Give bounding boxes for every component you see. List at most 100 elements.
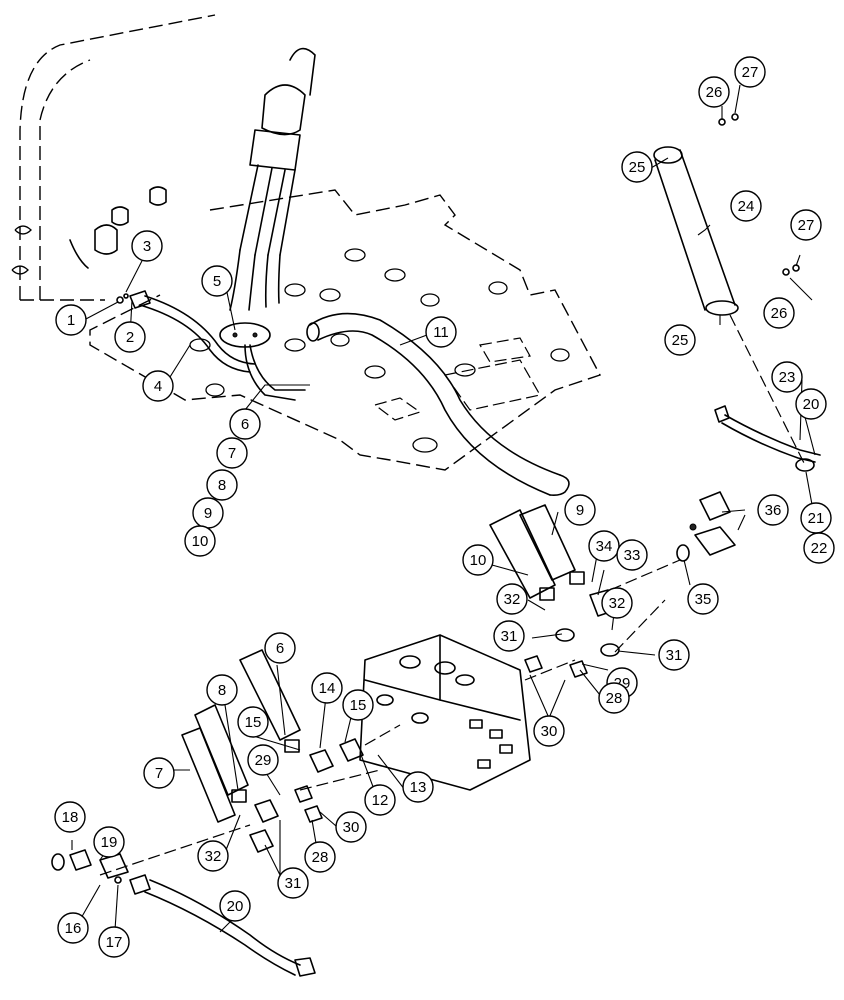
callout-c6a: 6 bbox=[229, 408, 261, 440]
callout-circle bbox=[335, 811, 367, 843]
callout-circle bbox=[621, 151, 653, 183]
callout-number: 5 bbox=[213, 273, 221, 290]
floor-plate bbox=[89, 189, 602, 471]
callout-number: 1 bbox=[67, 312, 75, 329]
callout-number: 36 bbox=[765, 502, 782, 519]
callout-number: 6 bbox=[276, 640, 284, 657]
callout-c9b: 9 bbox=[564, 494, 596, 526]
callout-c27a: 27 bbox=[734, 56, 766, 88]
callout-c14: 14 bbox=[311, 672, 343, 704]
callout-circle bbox=[229, 408, 261, 440]
callout-circle bbox=[131, 230, 163, 262]
callout-circle bbox=[698, 76, 730, 108]
callout-circle bbox=[763, 297, 795, 329]
callout-c30b: 30 bbox=[335, 811, 367, 843]
callout-circle bbox=[219, 890, 251, 922]
callout-number: 6 bbox=[241, 416, 249, 433]
callout-c25a: 25 bbox=[621, 151, 653, 183]
control-valve bbox=[359, 634, 531, 791]
hose-4 bbox=[116, 290, 256, 373]
callout-circle bbox=[216, 437, 248, 469]
callout-c3: 3 bbox=[131, 230, 163, 262]
callout-circle bbox=[93, 826, 125, 858]
hose-11 bbox=[306, 312, 570, 496]
callout-number: 28 bbox=[606, 690, 623, 707]
callout-number: 15 bbox=[245, 714, 262, 731]
callout-circle bbox=[658, 639, 690, 671]
callout-circle bbox=[734, 56, 766, 88]
callout-number: 8 bbox=[218, 477, 226, 494]
callout-c18: 18 bbox=[54, 801, 86, 833]
callout-number: 4 bbox=[154, 378, 162, 395]
callout-number: 19 bbox=[101, 834, 118, 851]
callout-number: 16 bbox=[65, 920, 82, 937]
callout-number: 34 bbox=[596, 538, 613, 555]
callout-circle bbox=[206, 674, 238, 706]
callout-c33: 33 bbox=[616, 539, 648, 571]
callout-c8b: 8 bbox=[206, 674, 238, 706]
callout-c24: 24 bbox=[730, 190, 762, 222]
callout-circle bbox=[206, 469, 238, 501]
callout-c30a: 30 bbox=[533, 715, 565, 747]
callout-c35: 35 bbox=[687, 583, 719, 615]
callout-c27b: 27 bbox=[790, 209, 822, 241]
valve-36 bbox=[609, 491, 736, 591]
callout-number: 30 bbox=[541, 723, 558, 740]
callout-number: 30 bbox=[343, 819, 360, 836]
callout-number: 2 bbox=[126, 329, 134, 346]
callout-c20a: 20 bbox=[795, 388, 827, 420]
callout-circle bbox=[616, 539, 648, 571]
callout-circle bbox=[311, 672, 343, 704]
callout-c23: 23 bbox=[771, 361, 803, 393]
callout-circle bbox=[564, 494, 596, 526]
callout-circle bbox=[790, 209, 822, 241]
callout-c31c: 31 bbox=[277, 867, 309, 899]
callout-circle bbox=[55, 304, 87, 336]
hose-20-lower bbox=[51, 849, 316, 977]
callout-circle bbox=[54, 801, 86, 833]
callout-circle bbox=[98, 926, 130, 958]
callout-circle bbox=[533, 715, 565, 747]
callout-number: 9 bbox=[576, 502, 584, 519]
callout-c22: 22 bbox=[803, 532, 835, 564]
callout-number: 31 bbox=[666, 647, 683, 664]
callout-circle bbox=[730, 190, 762, 222]
callout-c11: 11 bbox=[425, 316, 457, 348]
callout-circle bbox=[143, 757, 175, 789]
callout-circle bbox=[588, 530, 620, 562]
callout-circle bbox=[601, 587, 633, 619]
lock-cylinder bbox=[653, 113, 821, 472]
callout-c21: 21 bbox=[800, 502, 832, 534]
callout-number: 10 bbox=[470, 552, 487, 569]
callout-number: 21 bbox=[808, 510, 825, 527]
callout-number: 26 bbox=[771, 305, 788, 322]
callout-circle bbox=[757, 494, 789, 526]
callout-number: 7 bbox=[155, 765, 163, 782]
callout-c31a: 31 bbox=[493, 620, 525, 652]
callout-number: 17 bbox=[106, 934, 123, 951]
callout-number: 12 bbox=[372, 792, 389, 809]
callout-number: 10 bbox=[192, 533, 209, 550]
callout-c29b: 29 bbox=[247, 744, 279, 776]
callout-c13: 13 bbox=[402, 771, 434, 803]
callout-number: 32 bbox=[609, 595, 626, 612]
callout-number: 11 bbox=[433, 324, 449, 341]
callout-circle bbox=[364, 784, 396, 816]
callout-circle bbox=[687, 583, 719, 615]
callout-c6b: 6 bbox=[264, 632, 296, 664]
callout-c7b: 7 bbox=[143, 757, 175, 789]
callout-number: 25 bbox=[672, 332, 689, 349]
callout-circle bbox=[496, 583, 528, 615]
callout-c8a: 8 bbox=[206, 469, 238, 501]
callout-number: 28 bbox=[312, 849, 329, 866]
callout-number: 20 bbox=[227, 898, 244, 915]
callout-circle bbox=[201, 265, 233, 297]
callout-number: 20 bbox=[803, 396, 820, 413]
callout-c32b: 32 bbox=[601, 587, 633, 619]
callout-number: 29 bbox=[255, 752, 272, 769]
hoses-6-7-8 bbox=[99, 649, 401, 876]
callout-circle bbox=[197, 840, 229, 872]
callout-number: 3 bbox=[143, 238, 151, 255]
